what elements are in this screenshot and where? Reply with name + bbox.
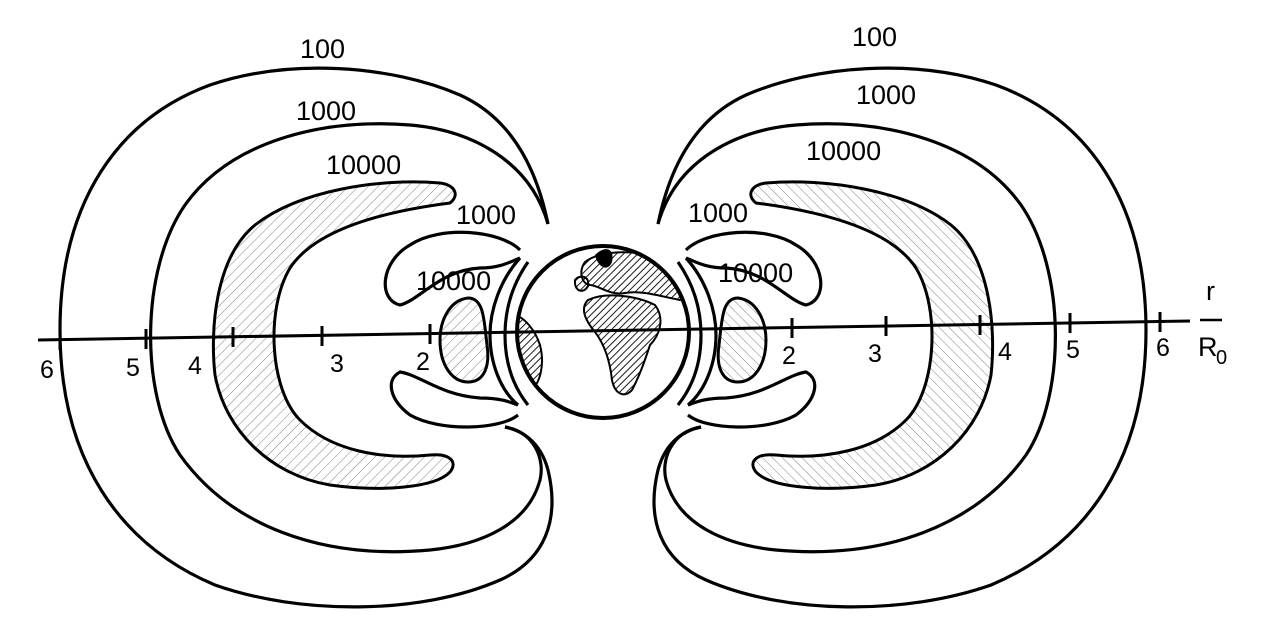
tick-label-left-6: 6	[40, 356, 54, 384]
label-left-small-outer: 1000	[456, 200, 516, 230]
tick-label-right-6: 6	[1156, 334, 1170, 362]
tick-label-left-5: 5	[126, 354, 140, 382]
tick-label-right-4: 4	[998, 338, 1012, 366]
label-left-small-inner: 10000	[416, 266, 491, 296]
label-left-mid: 1000	[296, 96, 356, 126]
r-axis: 6 5 4 3 2 2 3 4 5 6 r R 0	[37, 276, 1227, 384]
label-right-small-outer: 1000	[688, 198, 748, 228]
right-contour-1000-inner-lower	[686, 370, 817, 429]
right-contour-labels: 100 1000 10000 1000 10000	[688, 22, 916, 288]
label-right-small-inner: 10000	[718, 258, 793, 288]
left-contour-100	[58, 66, 554, 609]
tick-label-left-3: 3	[330, 350, 344, 378]
right-contour-10000-inner	[716, 296, 768, 384]
label-right-outer: 100	[852, 22, 897, 52]
tick-label-left-2: 2	[416, 348, 430, 376]
right-inner-shell-2	[676, 261, 703, 406]
axis-label-numerator: r	[1206, 276, 1215, 306]
axis-label-denominator: R	[1198, 332, 1218, 362]
right-contour-1000	[656, 122, 1057, 554]
left-inner-shell-1	[488, 256, 522, 407]
left-contour-1000	[149, 122, 550, 554]
right-belts	[652, 66, 1148, 609]
left-contour-1000-inner-lower	[389, 370, 520, 429]
left-belts	[58, 66, 554, 609]
left-contour-10000-outer	[211, 180, 457, 490]
label-right-mid: 1000	[856, 80, 916, 110]
left-inner-shell-2	[503, 261, 530, 406]
label-left-outer: 100	[300, 34, 345, 64]
left-contour-labels: 100 1000 10000 1000 10000	[296, 34, 516, 296]
tick-label-right-3: 3	[868, 340, 882, 368]
label-right-inner-belt: 10000	[806, 136, 881, 166]
right-contour-1000-inner	[684, 230, 823, 307]
right-contour-100	[652, 66, 1148, 609]
left-contour-10000-inner	[438, 296, 490, 384]
left-contour-1000-inner	[383, 230, 522, 307]
tick-label-left-4: 4	[188, 352, 202, 380]
tick-label-right-5: 5	[1066, 336, 1080, 364]
tick-label-right-2: 2	[782, 342, 796, 370]
label-left-inner-belt: 10000	[326, 150, 401, 180]
right-contour-10000-outer	[749, 180, 995, 490]
right-inner-shell-1	[684, 256, 718, 407]
axis-label-denominator-sub: 0	[1216, 347, 1227, 369]
